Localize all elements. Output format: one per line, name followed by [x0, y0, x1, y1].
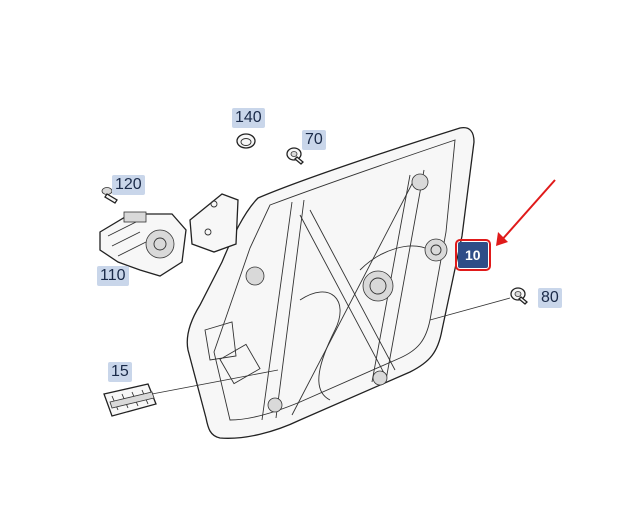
connector-clip-icon[interactable] — [103, 383, 157, 417]
callout-110[interactable]: 110 — [97, 266, 129, 286]
callout-15[interactable]: 15 — [108, 362, 132, 382]
window-motor-icon[interactable] — [99, 211, 187, 277]
callout-140[interactable]: 140 — [232, 108, 265, 128]
callout-80[interactable]: 80 — [538, 288, 562, 308]
grommet-icon[interactable] — [236, 133, 256, 149]
bracket-icon — [189, 193, 239, 253]
bolt-icon[interactable] — [101, 187, 118, 204]
highlight-arrow-icon — [496, 179, 556, 246]
screw-icon-80[interactable] — [510, 287, 528, 305]
leader-line-80 — [429, 297, 511, 321]
callout-120[interactable]: 120 — [112, 175, 145, 195]
callout-70[interactable]: 70 — [302, 130, 326, 150]
callout-10[interactable]: 10 — [455, 239, 491, 271]
window-regulator-panel-icon[interactable] — [186, 126, 475, 439]
leader-line-15 — [151, 369, 279, 395]
screw-icon[interactable] — [286, 147, 304, 165]
